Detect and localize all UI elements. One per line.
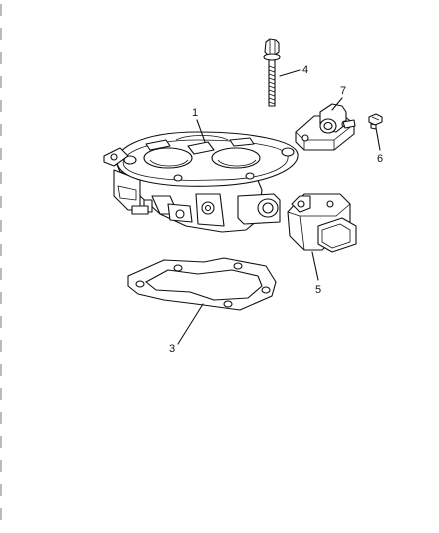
part-6-screw — [368, 113, 383, 130]
part-1-throttle-body — [103, 131, 299, 233]
callout-6: 6 — [377, 153, 383, 165]
part-3-gasket — [127, 257, 277, 311]
leader-lines — [177, 69, 381, 345]
part-4-bolt — [263, 38, 281, 107]
callout-labels: 1 3 4 5 6 7 — [169, 64, 383, 355]
callout-4: 4 — [302, 64, 308, 76]
part-7-idle-air-control-motor — [295, 103, 356, 151]
part-5-throttle-position-sensor — [287, 193, 357, 253]
callout-1: 1 — [192, 107, 198, 119]
callout-7: 7 — [340, 85, 346, 97]
callout-5: 5 — [315, 284, 321, 296]
callout-3: 3 — [169, 343, 175, 355]
